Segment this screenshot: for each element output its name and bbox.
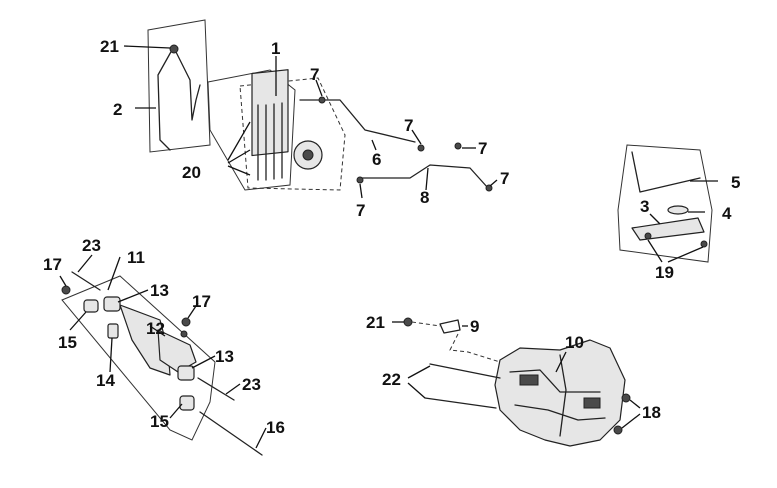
callout-2: 2 [113, 100, 122, 119]
frame-bolt-part [429, 363, 501, 379]
callout-9: 9 [470, 317, 479, 336]
callout-4: 4 [722, 204, 732, 223]
lower-hose-part [359, 164, 489, 189]
callout-5: 5 [731, 173, 740, 192]
callout-7a: 7 [310, 65, 319, 84]
radiator-dashed-frame [239, 77, 346, 191]
callout-15b: 15 [150, 412, 169, 431]
callout-18: 18 [642, 403, 661, 422]
callout-23b: 23 [242, 375, 261, 394]
radiator-group [207, 56, 346, 191]
frame-bolt-part [424, 397, 497, 409]
hose-clamp-part [318, 96, 326, 104]
callout-13b: 13 [215, 347, 234, 366]
spacer-part [107, 323, 119, 339]
engine-mount-frame [61, 275, 216, 441]
upper-hose-part [299, 99, 416, 143]
hose-clamp-part [417, 144, 425, 152]
rubber-bushing-part [179, 395, 195, 411]
nut-part [621, 393, 631, 403]
callout-15a: 15 [58, 333, 77, 352]
rubber-bushing-part [177, 365, 195, 381]
reservoir-tank-group [617, 144, 718, 263]
bracket-plate-part [439, 319, 461, 334]
mount-bracket-part [119, 304, 171, 376]
nut-part [181, 317, 191, 327]
hose-clamp-part [454, 142, 462, 150]
reservoir-tank-part [631, 217, 705, 241]
callout-labels: 1 2 3 4 5 6 7 7 7 7 7 8 9 10 11 12 13 13… [43, 37, 740, 437]
callout-3: 3 [640, 197, 649, 216]
engine-frame-group [392, 317, 641, 447]
callout-17a: 17 [43, 255, 62, 274]
rubber-bushing-part [83, 299, 99, 313]
radiator-core-part [251, 69, 289, 157]
callout-7b: 7 [404, 116, 413, 135]
mount-bolt-part [71, 271, 101, 291]
reservoir-hose-frame [147, 19, 211, 153]
nut-part [61, 285, 71, 295]
callout-14: 14 [96, 371, 115, 390]
nut-part [180, 330, 188, 338]
frame-bracket-part [583, 397, 601, 409]
callout-19: 19 [655, 263, 674, 282]
callout-11: 11 [127, 248, 145, 267]
callout-21b: 21 [366, 313, 385, 332]
callout-8: 8 [420, 188, 429, 207]
hose-clip-part [169, 44, 179, 54]
callout-20: 20 [182, 163, 201, 182]
callout-23a: 23 [82, 236, 101, 255]
callout-13a: 13 [150, 281, 169, 300]
long-bolt-part [199, 411, 263, 456]
radiator-frame [207, 69, 296, 191]
callout-7e: 7 [500, 169, 509, 188]
callout-7d: 7 [356, 201, 365, 220]
frame-bracket-part [519, 374, 539, 386]
engine-mount-group [59, 254, 267, 456]
reservoir-hose-part-b [175, 51, 201, 121]
callout-17b: 17 [192, 292, 211, 311]
callout-21a: 21 [100, 37, 119, 56]
callout-10: 10 [565, 333, 584, 352]
callout-12: 12 [146, 319, 165, 338]
nut-part [613, 425, 623, 435]
callout-7c: 7 [478, 139, 487, 158]
bolt-head-part [403, 317, 413, 327]
rubber-bushing-part [103, 296, 121, 312]
reservoir-tank-frame [617, 144, 713, 263]
tank-cap-part [667, 205, 689, 215]
coolant-hoses-group [299, 79, 498, 199]
callout-16: 16 [266, 418, 285, 437]
hose-clamp-part [485, 184, 493, 192]
callout-6: 6 [372, 150, 381, 169]
hose-clamp-part [356, 176, 364, 184]
callout-1: 1 [271, 39, 280, 58]
tank-bracket-part [631, 151, 701, 193]
reservoir-hose-part [157, 49, 173, 151]
reservoir-hose-group [123, 19, 211, 153]
callout-22: 22 [382, 370, 401, 389]
mount-bolt-part [197, 377, 235, 401]
